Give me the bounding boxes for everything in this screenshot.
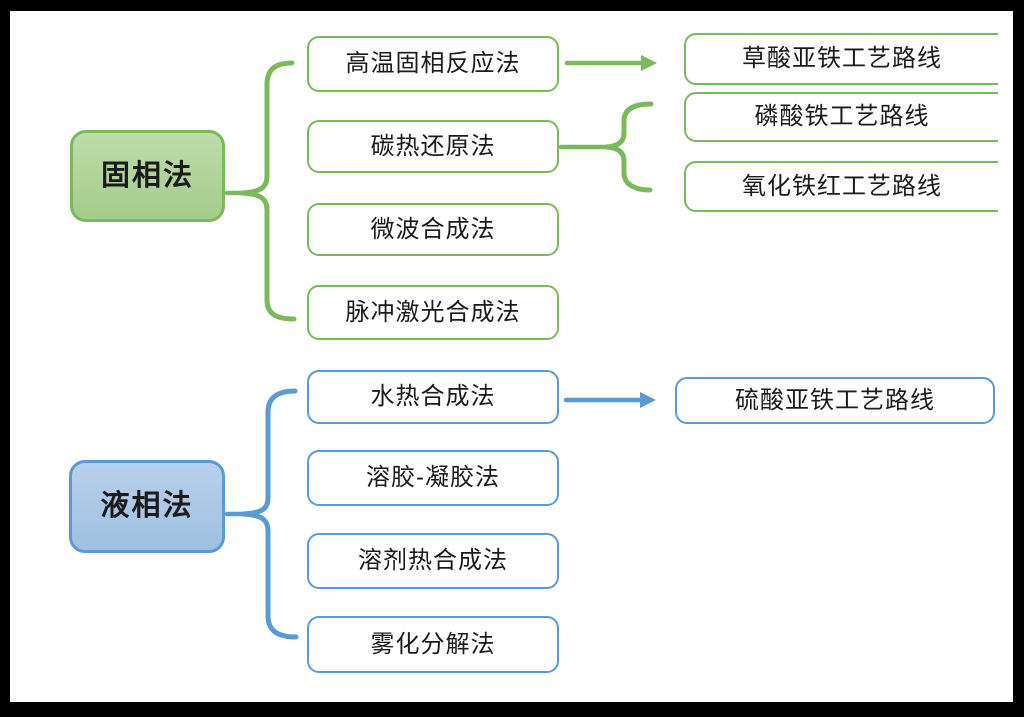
node-route-ferrous-oxalate: 草酸亚铁工艺路线 — [684, 33, 998, 85]
node-solid-method-microwave-synthesis: 微波合成法 — [307, 203, 559, 256]
node-route-iron-oxide-red: 氧化铁红工艺路线 — [684, 161, 998, 212]
node-liquid-method-hydrothermal-synthesis: 水热合成法 — [307, 370, 559, 424]
node-liquid-method-solvothermal-synthesis: 溶剂热合成法 — [307, 533, 559, 589]
node-liquid-phase-root: 液相法 — [69, 460, 225, 553]
node-solid-method-pulsed-laser-synthesis: 脉冲激光合成法 — [307, 285, 559, 340]
node-solid-method-high-temp-reaction: 高温固相反应法 — [307, 36, 559, 92]
node-liquid-method-atomization-decomposition: 雾化分解法 — [307, 616, 559, 673]
node-route-ferrous-sulfate: 硫酸亚铁工艺路线 — [675, 377, 995, 424]
node-solid-phase-root: 固相法 — [70, 130, 225, 222]
node-solid-method-carbothermal-reduction: 碳热还原法 — [307, 120, 559, 173]
node-liquid-method-sol-gel: 溶胶-凝胶法 — [307, 450, 559, 506]
node-route-iron-phosphate: 磷酸铁工艺路线 — [684, 92, 998, 142]
